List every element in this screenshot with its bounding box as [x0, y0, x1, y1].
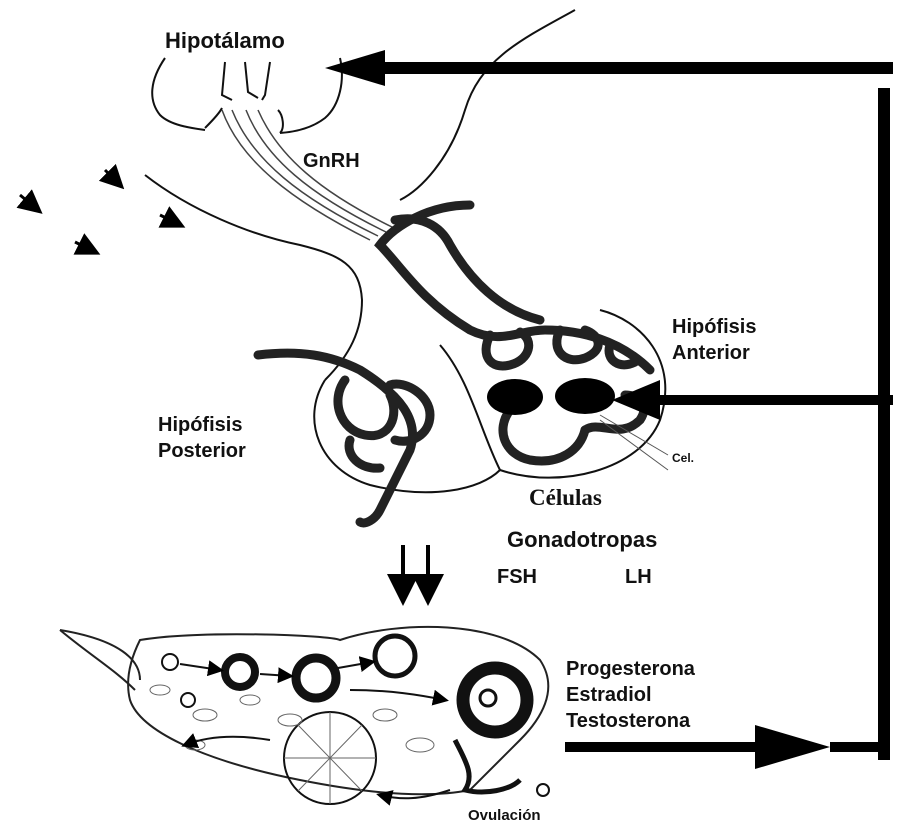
arrowhead-to-anterior-pituitary: [612, 380, 660, 420]
label-hipotalamo: Hipotálamo: [165, 28, 285, 54]
arrowhead-from-ovary: [755, 725, 830, 769]
gonadotrope-cell: [487, 379, 543, 415]
ovary: [60, 627, 548, 794]
label-lh: LH: [625, 566, 652, 589]
label-hipofisis-posterior-line1: Hipófisis: [158, 412, 246, 438]
label-ovulacion: Ovulación: [468, 807, 541, 824]
hypothalamus-outline: [152, 58, 342, 133]
label-progesterona: Progesterona: [566, 656, 695, 682]
ovary-texture: [150, 685, 434, 804]
label-cel: Cel.: [672, 451, 694, 465]
label-hipofisis-anterior-line1: Hipófisis: [672, 314, 756, 340]
label-gnrh: GnRH: [303, 150, 360, 173]
posterior-pituitary-vessels: [258, 353, 430, 523]
label-celulas: Células: [529, 485, 602, 511]
follicles: [162, 636, 549, 804]
follicle-cycle-arrows: [180, 662, 450, 798]
label-estradiol: Estradiol: [566, 682, 695, 708]
label-fsh: FSH: [497, 566, 537, 589]
portal-vessels-anterior: [380, 205, 650, 461]
label-testosterona: Testosterona: [566, 708, 695, 734]
gonadotrope-cell: [555, 378, 615, 414]
label-hipofisis-posterior: Hipófisis Posterior: [158, 412, 246, 464]
arrowhead-to-hypothalamus: [325, 50, 385, 86]
label-hipofisis-anterior: Hipófisis Anterior: [672, 314, 756, 366]
gnrh-axons: [222, 110, 394, 240]
label-hipofisis-anterior-line2: Anterior: [672, 340, 756, 366]
ovulation-site: [455, 740, 520, 792]
label-hipofisis-posterior-line2: Posterior: [158, 438, 246, 464]
down-arrows: [403, 545, 428, 598]
label-hormones: Progesterona Estradiol Testosterona: [566, 656, 695, 734]
label-gonadotropas: Gonadotropas: [507, 527, 657, 553]
